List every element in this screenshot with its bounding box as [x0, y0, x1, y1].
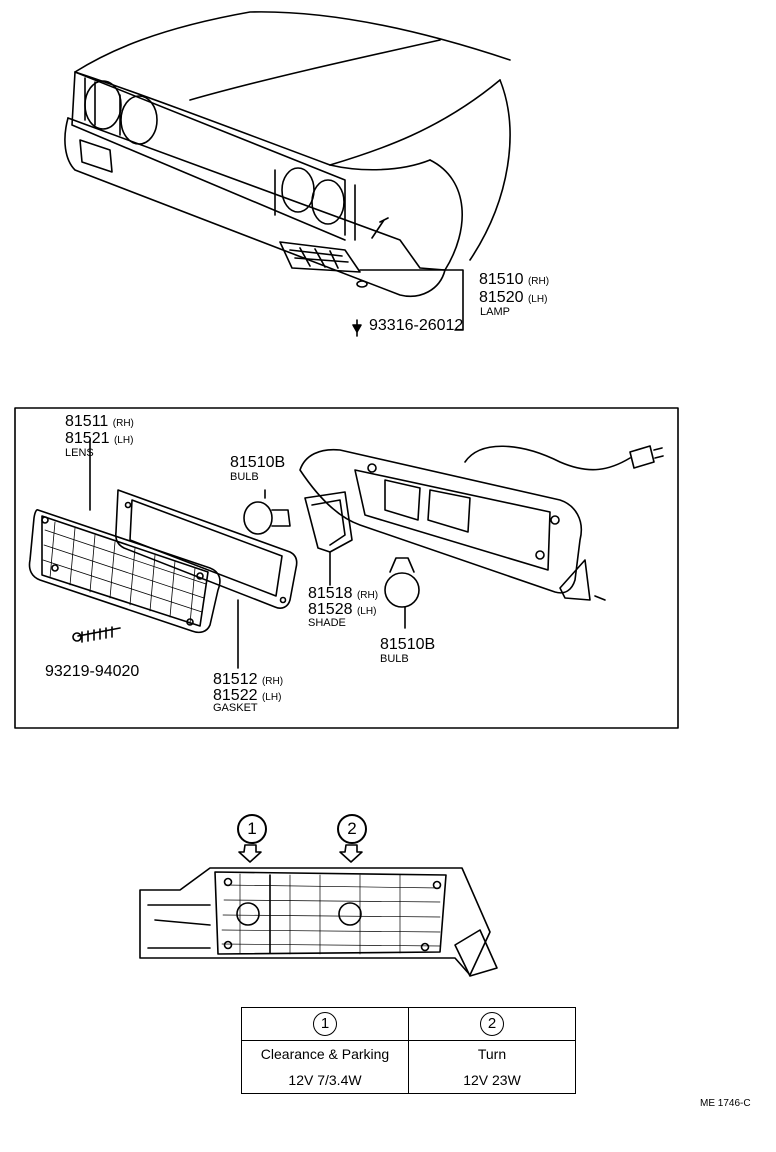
bulb-top-illustration	[243, 489, 291, 535]
spec-header-cell-1: 1	[241, 1007, 409, 1041]
spec-function-2: Turn	[477, 1046, 507, 1062]
spec-body-row: Clearance & Parking 12V 7/3.4W Turn 12V …	[241, 1040, 576, 1094]
spec-header-row: 1 2	[241, 1007, 576, 1041]
gasket-illustration	[115, 489, 298, 669]
lens-rh-part-number: 81511 (RH)	[65, 414, 134, 430]
gasket-lh-part-number: 81522 (LH)	[213, 688, 281, 704]
bulb-bottom-name: BULB	[380, 653, 409, 665]
lens-illustration	[28, 439, 221, 634]
spec-cell-1: Clearance & Parking 12V 7/3.4W	[241, 1040, 409, 1094]
side-label: (LH)	[356, 606, 377, 617]
screw-illustration	[72, 626, 121, 643]
lens-name: LENS	[65, 447, 94, 459]
part-number: 81522	[213, 687, 258, 704]
spec-marker-1: 1	[313, 1012, 337, 1036]
marker-1: 1	[237, 814, 267, 844]
lamp-name: LAMP	[480, 306, 510, 318]
shade-lh-part-number: 81528 (LH)	[308, 602, 376, 618]
part-number: 81518	[308, 585, 353, 602]
side-label: (LH)	[527, 294, 548, 305]
assembled-lamp-illustration	[139, 844, 498, 977]
spec-header-cell-2: 2	[408, 1007, 576, 1041]
part-number: 81512	[213, 671, 258, 688]
part-number: 81520	[479, 289, 524, 306]
part-number: 81511	[65, 413, 109, 430]
spec-rating-1: 12V 7/3.4W	[288, 1072, 362, 1088]
part-number: 81510	[479, 271, 524, 288]
bulb-bottom-part-number: 81510B	[380, 636, 436, 653]
gasket-name: GASKET	[213, 702, 258, 714]
spec-rating-2: 12V 23W	[463, 1072, 521, 1088]
marker-2: 2	[337, 814, 367, 844]
part-number: 81528	[308, 601, 353, 618]
spec-function-1: Clearance & Parking	[260, 1046, 390, 1062]
shade-illustration	[304, 491, 353, 586]
gasket-rh-part-number: 81512 (RH)	[213, 672, 283, 688]
spec-cell-2: Turn 12V 23W	[408, 1040, 576, 1094]
car-front-illustration	[64, 11, 511, 337]
lamp-screw-part-number: 93316-26012	[369, 317, 464, 334]
lamp-rh-part-number: 81510 (RH)	[479, 272, 549, 288]
side-label: (LH)	[261, 692, 282, 703]
housing-illustration	[299, 445, 664, 601]
side-label: (RH)	[527, 276, 550, 287]
side-label: (RH)	[261, 676, 284, 687]
spec-marker-2: 2	[480, 1012, 504, 1036]
side-label: (RH)	[356, 590, 379, 601]
lamp-lh-part-number: 81520 (LH)	[479, 290, 547, 306]
side-label: (LH)	[113, 435, 134, 446]
lens-lh-part-number: 81521 (LH)	[65, 431, 133, 447]
figure-code: ME 1746-C	[700, 1098, 751, 1109]
shade-name: SHADE	[308, 617, 346, 629]
side-label: (RH)	[112, 418, 134, 429]
lens-screw-part-number: 93219-94020	[45, 663, 140, 680]
bulb-top-name: BULB	[230, 471, 259, 483]
bulb-top-part-number: 81510B	[230, 454, 286, 471]
exploded-view-frame	[14, 407, 679, 729]
part-number: 81521	[65, 430, 110, 447]
bulb-bottom-illustration	[384, 557, 420, 629]
bulb-spec-table: 1 2 Clearance & Parking 12V 7/3.4W Turn …	[241, 1007, 576, 1094]
shade-rh-part-number: 81518 (RH)	[308, 586, 378, 602]
